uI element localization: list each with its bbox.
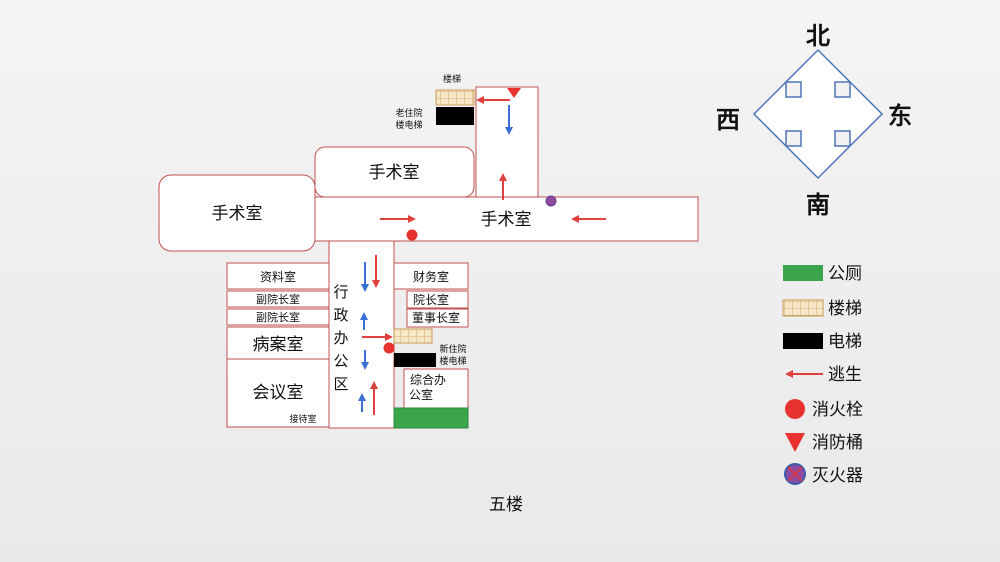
rooms: 手术室 手术室 手术室 楼梯 老住院 楼电梯 行 政 办 公 区 资料室 副院长… <box>158 73 699 429</box>
dean-room <box>406 290 469 309</box>
old-elevator-label-2: 楼电梯 <box>395 119 422 131</box>
legend-hydrant-label: 消火栓 <box>812 400 863 420</box>
stairs-new <box>393 328 433 344</box>
new-elevator-label-2: 楼电梯 <box>439 355 466 367</box>
case-room-label: 病案室 <box>253 335 304 355</box>
stairs-top <box>435 89 475 106</box>
surgery-corridor-label: 手术室 <box>481 210 532 230</box>
compass-rose-icon <box>752 48 884 180</box>
compass-west: 西 <box>716 106 740 134</box>
compass: 北 南 西 东 <box>716 22 912 219</box>
legend-fire-bucket-icon <box>785 433 805 452</box>
surgery-north-label: 手术室 <box>369 163 420 183</box>
meeting-room-label: 会议室 <box>253 383 304 403</box>
svg-text:区: 区 <box>333 375 348 393</box>
legend-stairs-swatch <box>782 299 824 317</box>
legend-escape-label: 逃生 <box>828 365 862 385</box>
meeting-room <box>226 358 330 428</box>
fire-equipment <box>383 88 557 354</box>
old-elevator <box>436 107 474 125</box>
surgery-west-label: 手术室 <box>212 204 263 224</box>
legend-toilet-label: 公厕 <box>828 264 862 284</box>
legend-elevator-label: 电梯 <box>828 332 862 352</box>
vice-dean-2-label: 副院长室 <box>256 310 300 324</box>
admin-area-label: 行 政 办 公 区 <box>333 283 348 393</box>
surgery-room-west <box>158 174 316 252</box>
vice-dean-room-2 <box>226 308 330 326</box>
finance-label: 财务室 <box>413 269 449 284</box>
dean-label: 院长室 <box>413 292 449 307</box>
fire-bucket-marker <box>507 88 521 98</box>
legend-elevator-swatch <box>783 333 823 349</box>
chairman-room <box>406 308 469 328</box>
legend-hydrant-icon <box>785 399 805 419</box>
vice-dean-1-label: 副院长室 <box>256 292 300 306</box>
svg-text:办: 办 <box>333 329 348 347</box>
case-room <box>226 326 330 360</box>
finance-room <box>393 262 469 290</box>
legend-extinguisher-label: 灭火器 <box>812 466 863 486</box>
extinguisher-marker <box>545 195 557 207</box>
svg-text:公: 公 <box>333 352 348 370</box>
archive-room <box>226 262 330 290</box>
compass-north: 北 <box>806 22 830 50</box>
new-elevator-label-1: 新住院 <box>439 343 466 355</box>
chairman-label: 董事长室 <box>412 310 460 325</box>
svg-text:行: 行 <box>333 283 348 301</box>
general-office <box>403 368 469 409</box>
compass-south: 南 <box>806 191 830 219</box>
svg-text:政: 政 <box>333 306 348 324</box>
general-office-label-2: 公室 <box>409 387 433 402</box>
archive-label: 资料室 <box>260 269 296 284</box>
public-toilet <box>393 407 469 429</box>
escape-arrows <box>358 96 606 415</box>
floor-title: 五楼 <box>489 495 523 515</box>
hydrant-marker <box>406 229 418 241</box>
general-office-label-1: 综合办 <box>410 372 446 387</box>
surgery-corridor <box>313 196 699 242</box>
stairs-top-label: 楼梯 <box>443 73 461 85</box>
compass-east: 东 <box>888 102 912 130</box>
vice-dean-room-1 <box>226 290 330 308</box>
legend-fire-bucket-label: 消防桶 <box>812 433 863 453</box>
hydrant-marker <box>383 342 395 354</box>
legend-stairs-label: 楼梯 <box>828 299 862 319</box>
north-corridor <box>475 86 539 200</box>
legend: 公厕 楼梯 电梯 逃生 消火栓 消防桶 灭火器 <box>782 264 863 486</box>
reception-label: 接待室 <box>289 413 316 425</box>
surgery-room-north <box>314 146 475 198</box>
legend-toilet-swatch <box>783 265 823 281</box>
old-elevator-label-1: 老住院 <box>395 107 422 119</box>
new-elevator <box>394 353 436 367</box>
